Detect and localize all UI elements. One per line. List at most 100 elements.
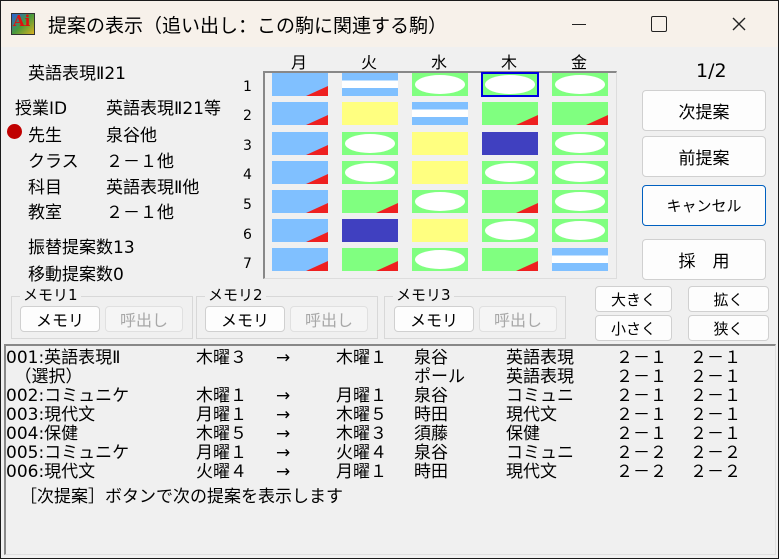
timetable-cell-tue-7[interactable]: [342, 248, 398, 271]
adopt-button[interactable]: 採 用: [642, 239, 766, 280]
list-hint: ［次提案］ボタンで次の提案を表示します: [20, 487, 343, 507]
lesson-id-label: 授業ID: [15, 99, 68, 119]
timetable-cell-tue-2[interactable]: [342, 102, 398, 125]
maximize-button[interactable]: [631, 1, 687, 47]
timetable-cell-tue-5[interactable]: [342, 190, 398, 213]
list-cell-arrow: →: [276, 443, 291, 463]
timetable-cell-fri-7[interactable]: [552, 248, 608, 271]
list-cell-to: 火曜４: [336, 443, 387, 463]
timetable-cell-wed-6[interactable]: [412, 219, 468, 242]
enlarge-button[interactable]: 大きく: [595, 286, 672, 312]
timetable-cell-thu-1[interactable]: [481, 72, 539, 97]
timetable-cell-fri-1[interactable]: [552, 73, 608, 96]
period-label-1: 1: [243, 79, 252, 95]
period-label-7: 7: [243, 256, 252, 272]
class-value: ２－１他: [106, 152, 174, 172]
timetable-cell-mon-2[interactable]: [272, 102, 328, 125]
timetable-cell-mon-4[interactable]: [272, 161, 328, 184]
cancel-button[interactable]: キャンセル: [642, 185, 766, 226]
timetable-cell-fri-4[interactable]: [552, 161, 608, 184]
move-proposal-count: 移動提案数0: [28, 265, 124, 285]
memory-3-save-button[interactable]: メモリ: [394, 306, 474, 332]
timetable-cell-mon-5[interactable]: [272, 190, 328, 213]
timetable-cell-tue-4[interactable]: [342, 161, 398, 184]
timetable-cell-thu-7[interactable]: [482, 248, 538, 271]
timetable-cell-tue-3[interactable]: [342, 132, 398, 155]
memory-1-save-button[interactable]: メモリ: [20, 306, 100, 332]
timetable-cell-wed-1[interactable]: [412, 73, 468, 96]
minimize-button[interactable]: [551, 1, 607, 47]
list-cell-room: ２－２: [690, 462, 741, 482]
list-cell-teacher: 泉谷: [414, 348, 448, 368]
timetable-cell-mon-6[interactable]: [272, 219, 328, 242]
list-cell-room: ２－１: [690, 348, 741, 368]
period-label-2: 2: [243, 108, 252, 124]
period-label-5: 5: [243, 197, 252, 213]
list-cell-to: 木曜５: [336, 405, 387, 425]
shrink-button[interactable]: 小さく: [595, 315, 672, 341]
timetable-cell-fri-6[interactable]: [552, 219, 608, 242]
memory-group-2-title: メモリ2: [205, 287, 266, 303]
close-button[interactable]: [711, 1, 767, 47]
list-cell-room: ２－１: [690, 424, 741, 444]
memory-3-recall-button[interactable]: 呼出し: [479, 306, 557, 332]
subject-value: 英語表現Ⅱ他: [106, 178, 200, 198]
room-value: ２－１他: [106, 203, 174, 223]
list-cell-name: 004:保健: [6, 424, 79, 444]
list-cell-from: 月曜１: [196, 405, 247, 425]
timetable-cell-wed-3[interactable]: [412, 132, 468, 155]
timetable-cell-thu-3[interactable]: [482, 132, 538, 155]
prev-proposal-button[interactable]: 前提案: [642, 136, 766, 177]
memory-group-1: メモリ1 メモリ 呼出し: [11, 287, 193, 339]
list-cell-class: ２－１: [616, 367, 667, 387]
list-cell-class: ２－１: [616, 405, 667, 425]
period-label-6: 6: [243, 227, 252, 243]
teacher-value: 泉谷他: [106, 126, 157, 146]
list-cell-name: 001:英語表現Ⅱ: [6, 348, 121, 368]
widen-button[interactable]: 拡く: [688, 286, 769, 312]
timetable-cell-fri-5[interactable]: [552, 190, 608, 213]
timetable-cell-tue-1[interactable]: [342, 73, 398, 96]
list-cell-teacher: 須藤: [414, 424, 448, 444]
timetable-cell-mon-3[interactable]: [272, 132, 328, 155]
timetable-cell-mon-7[interactable]: [272, 248, 328, 271]
list-cell-subject: 英語表現: [506, 348, 574, 368]
list-cell-class: ２－１: [616, 348, 667, 368]
timetable-cell-fri-3[interactable]: [552, 132, 608, 155]
memory-2-recall-button[interactable]: 呼出し: [290, 306, 368, 332]
memory-2-save-button[interactable]: メモリ: [205, 306, 285, 332]
list-cell-to: 木曜１: [336, 348, 387, 368]
list-cell-subject: 現代文: [506, 462, 557, 482]
list-cell-to: 月曜１: [336, 386, 387, 406]
timetable-cell-wed-4[interactable]: [412, 161, 468, 184]
timetable-cell-fri-2[interactable]: [552, 102, 608, 125]
app-logo-icon: [11, 12, 35, 35]
timetable-cell-thu-5[interactable]: [482, 190, 538, 213]
timetable-cell-thu-6[interactable]: [482, 219, 538, 242]
timetable-cell-tue-6[interactable]: [342, 219, 398, 242]
narrow-button[interactable]: 狭く: [688, 315, 769, 341]
title-bar: 提案の表示（追い出し：この駒に関連する駒）: [1, 1, 778, 47]
timetable-cell-wed-2[interactable]: [412, 102, 468, 125]
list-cell-teacher: 泉谷: [414, 386, 448, 406]
next-proposal-button[interactable]: 次提案: [642, 90, 766, 131]
timetable-cell-thu-4[interactable]: [482, 161, 538, 184]
list-cell-subject: 英語表現: [506, 367, 574, 387]
list-cell-name: 003:現代文: [6, 405, 96, 425]
timetable-cell-wed-7[interactable]: [412, 248, 468, 271]
timetable-cell-wed-5[interactable]: [412, 190, 468, 213]
timetable-cell-thu-2[interactable]: [482, 102, 538, 125]
lesson-header: 英語表現Ⅱ21: [28, 64, 126, 84]
memory-1-recall-button[interactable]: 呼出し: [105, 306, 183, 332]
list-cell-arrow: →: [276, 462, 291, 482]
list-cell-teacher: ポール: [414, 367, 465, 387]
timetable-cell-mon-1[interactable]: [272, 73, 328, 96]
